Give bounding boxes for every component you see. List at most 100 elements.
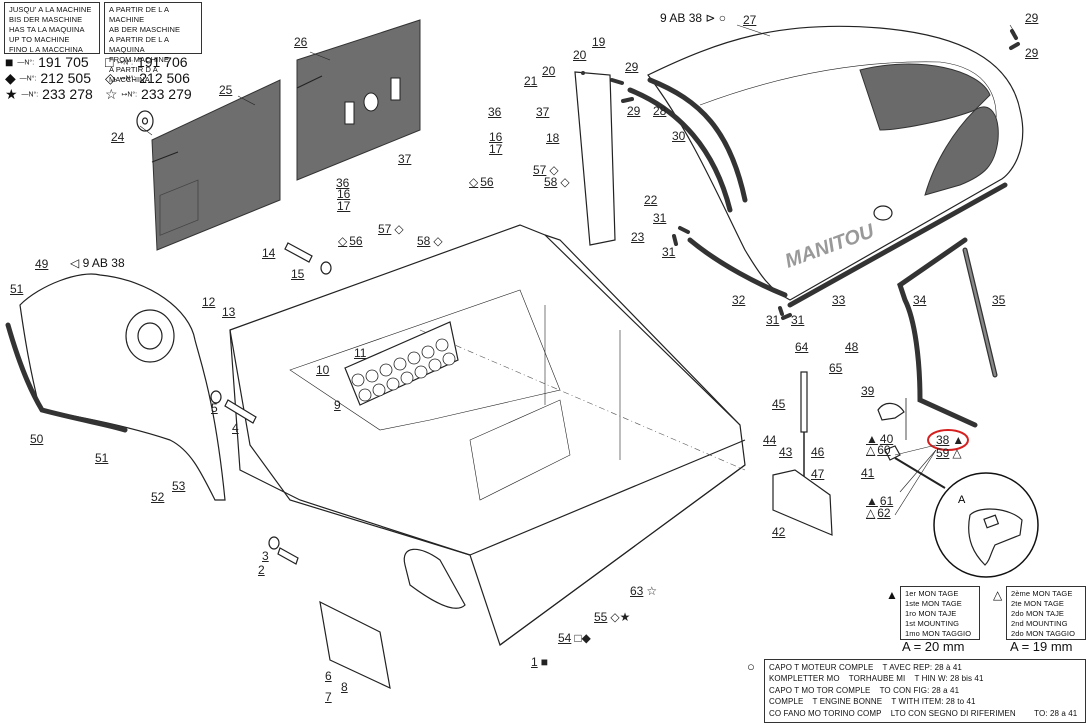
callout-number: 39 [861,384,875,398]
serial-from-value: 233 279 [141,86,192,102]
callout-number: 34 [913,293,927,307]
chassis-frame [229,224,746,646]
from-line: A PARTIR D A MACCHINA [109,65,158,84]
callout-48: 48 [840,335,864,359]
symbol-filled-diamond: ◆ [5,70,16,86]
callout-number: 56 [480,175,494,189]
callout-55: 55◇★ [589,605,631,629]
callout-29: 29 [1020,41,1044,65]
callout-31: 31 [761,308,785,332]
callout-number: 8 [341,680,348,694]
callout-11: 11 [349,341,373,365]
mounting-line: 1mo MON TAGGIO [905,629,972,638]
callout-34: 34 [908,288,932,312]
callout-number: 28 [653,104,667,118]
serial-prefix: N°: [24,59,35,67]
callout-17: 17 [484,137,508,161]
hinge-panel-18 [574,71,616,246]
callout-31: 31 [657,240,681,264]
callout-number: 37 [398,152,412,166]
filled-triangle-icon: ▲ [886,588,898,602]
callout-number: 6 [325,669,332,683]
serial-until-value: 212 505 [40,70,91,86]
callout-number: 1 [531,655,538,669]
pins [610,29,1020,320]
callout-44: 44 [758,428,782,452]
callout-30: 30 [667,124,691,148]
callout-number: 21 [524,74,538,88]
callout-10: 10 [311,358,335,382]
callout-65: 65 [824,356,848,380]
serial-prefix: N°: [127,91,138,99]
callout-number: 13 [222,305,236,319]
callout-number: 55 [594,610,608,624]
callout-51: 51 [5,277,29,301]
mounting-line: 2te MON TAGE [1011,599,1065,608]
callout-20: 20 [568,43,592,67]
callout-number: 10 [316,363,330,377]
callout-52: 52 [146,485,170,509]
until-machine-box: JUSQU' A LA MACHINE BIS DER MASCHINE HAS… [4,2,100,54]
mounting-line: 1er MON TAGE [905,589,959,598]
callout-37: 37 [531,100,555,124]
serial-row: ◇ ↦N°: 212 506 [105,70,190,86]
callout-number: 17 [489,142,503,156]
callout-number: 54 [558,631,572,645]
callout-number: 63 [630,584,644,598]
side-cowl-50 [5,273,226,501]
callout-9: 9 [329,393,353,417]
callout-suffix-symbol: ◇★ [610,610,631,624]
first-mounting-dimension: A = 20 mm [902,639,965,654]
callout-number: 41 [861,466,875,480]
callout-33: 33 [827,288,851,312]
callout-12: 12 [197,290,221,314]
callout-22: 22 [639,188,663,212]
from-line: A PARTIR DE L A MAQUINA [109,35,169,54]
callout-57: 57◇ [373,217,404,241]
callout-15: 15 [286,262,310,286]
callout-37: 37 [393,147,417,171]
serial-prefix: N°: [123,59,134,67]
callout-3: 3 [257,544,281,568]
callout-29: 29 [622,99,646,123]
callout-number: 62 [877,506,891,520]
callout-number: 24 [111,130,125,144]
callout-62: △62 [861,501,891,525]
mounting-line: 1ste MON TAGE [905,599,962,608]
engine-bonnet-27: MANITOU [647,25,1024,301]
callout-number: 22 [644,193,658,207]
callout-number: 31 [766,313,780,327]
callout-number: 37 [536,105,550,119]
callout-25: 25 [214,78,238,102]
complete-bonnet-note: CAPO T MOTEUR COMPLE T AVEC REP: 28 à 41… [764,659,1086,723]
callout-36: 36 [331,171,355,195]
callout-number: 58 [417,234,431,248]
bonnet-lock [877,398,946,489]
callout-number: 23 [631,230,645,244]
mounting-line: 2do MON TAJE [1011,609,1065,618]
callout-42: 42 [767,520,791,544]
callout-number: 36 [336,176,350,190]
callout-4: 4 [227,416,251,440]
until-line: UP TO MACHINE [9,35,70,44]
callout-54: 54□◆ [553,626,591,650]
callout-2: 2 [253,558,277,582]
serial-row: ☆ ↦N°: 233 279 [105,86,192,102]
gas-strut-45 [800,371,808,490]
until-line: HAS TA LA MAQUINA [9,25,85,34]
detail-label: A [958,494,966,506]
callout-number: 4 [232,421,239,435]
callout-suffix-symbol: ◇ [549,163,559,177]
serial-row: ◆ —N°: 212 505 [5,70,91,86]
circle-symbol-icon: ○ [718,11,727,25]
callout-number: 18 [546,131,560,145]
callout-56: ◇56 [333,229,363,253]
callout-7: 7 [320,685,344,709]
callout-28: 28 [648,99,672,123]
callout-50: 50 [25,427,49,451]
callout-5: 5 [206,396,230,420]
callout-number: 19 [592,35,606,49]
callout-number: 64 [795,340,809,354]
mounting-line: 2ème MON TAGE [1011,589,1073,598]
note-line: CAPO T MO TOR COMPLE TO CON FIG: 28 a 41 [769,685,960,695]
